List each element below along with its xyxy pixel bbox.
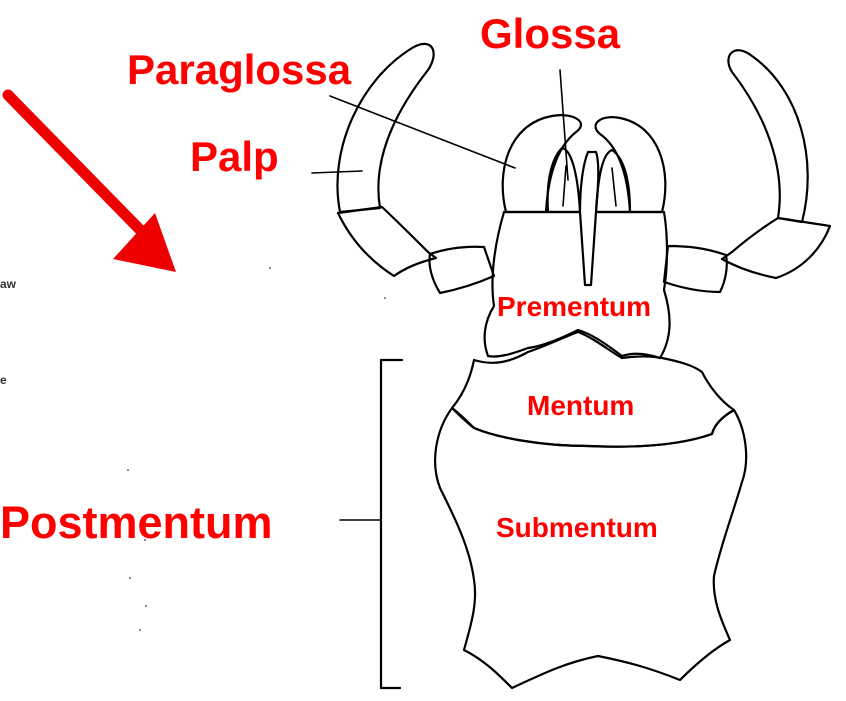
postmentum-bracket [381,360,402,688]
scan-fragment-top: aw [0,277,17,291]
label-mentum: Mentum [527,390,634,421]
labium-outline [337,44,830,688]
label-prementum: Prementum [497,291,651,322]
right-palp-terminal [728,50,807,222]
scan-specks [127,267,386,631]
paraglossa-leader [330,96,515,168]
right-palp-segment-2 [722,218,830,278]
prementum [485,212,670,358]
glossa-leader [560,70,568,180]
submentum [435,408,746,688]
palp-leader [312,171,362,173]
scan-fragment-bottom: e [0,373,7,387]
label-palp: Palp [190,133,279,180]
right-palp-basal [664,246,727,292]
left-palp-segment-2 [338,207,436,276]
red-arrow-icon [8,95,176,272]
label-glossa: Glossa [480,10,621,57]
left-paraglossa [503,115,581,212]
label-postmentum: Postmentum [0,497,273,548]
label-submentum: Submentum [496,512,658,543]
left-palp-terminal [337,44,433,212]
left-palp-basal [429,247,494,293]
label-paraglossa: Paraglossa [127,46,352,93]
